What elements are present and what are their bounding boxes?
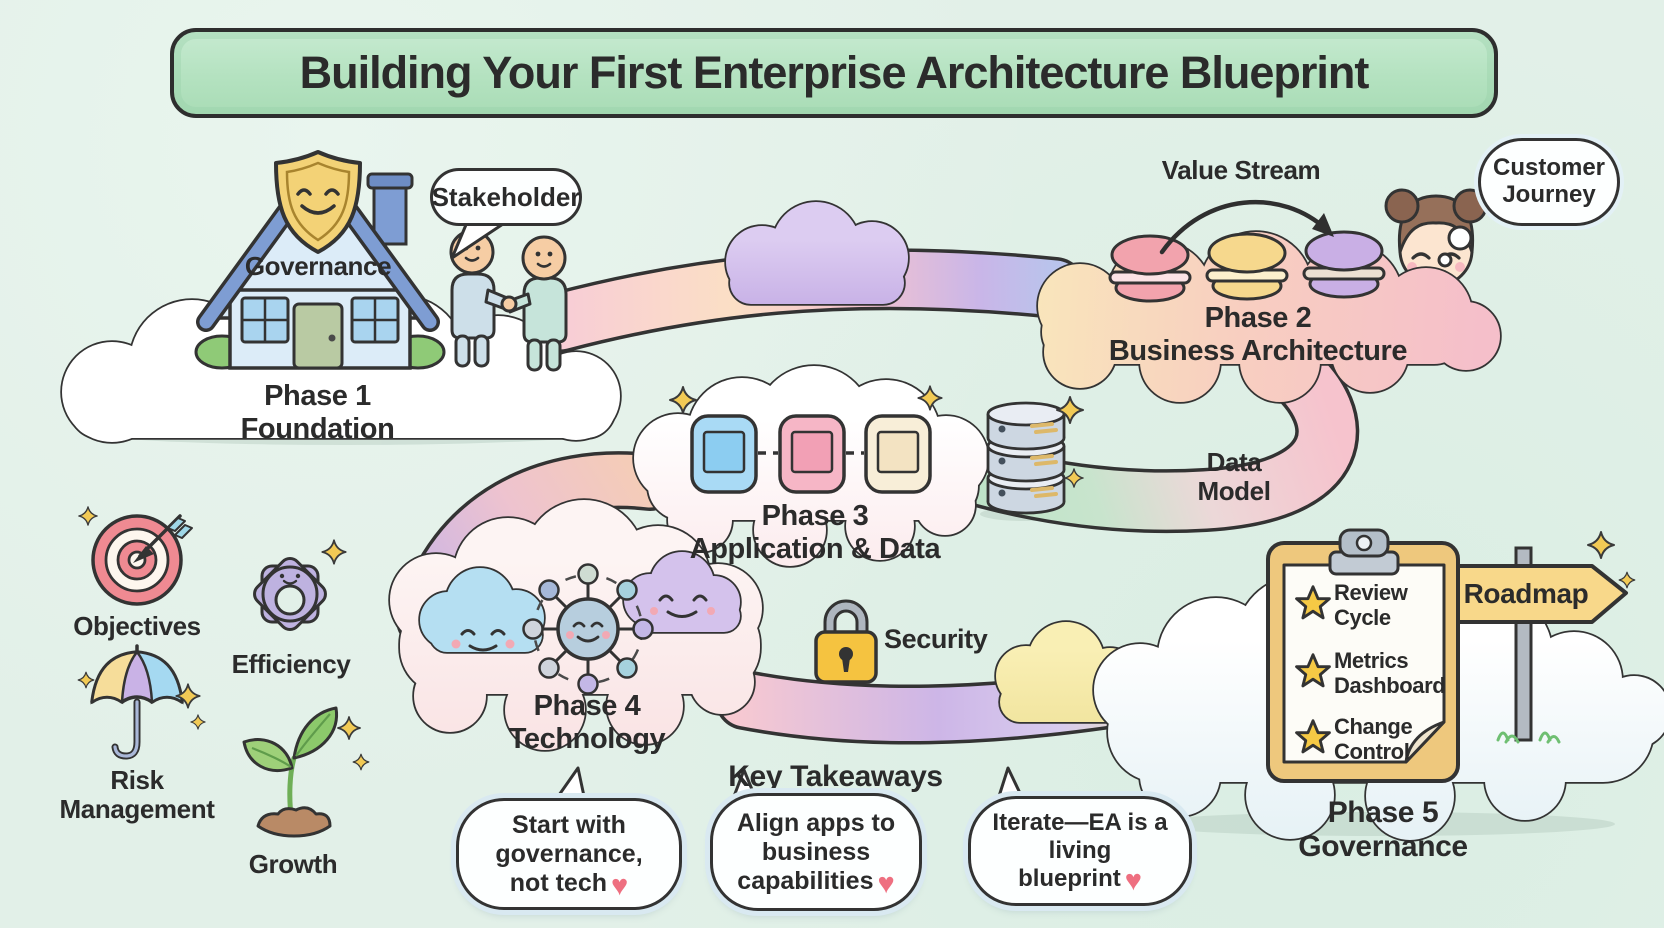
phase2-label: Phase 2 Business Architecture xyxy=(1108,302,1408,367)
window-icon xyxy=(240,296,400,344)
app-tile-pink-icon xyxy=(778,414,846,494)
growth-label: Growth xyxy=(248,849,338,879)
macaron-purple-icon xyxy=(1302,230,1386,299)
app-tile-icons xyxy=(690,414,932,494)
grass-icon xyxy=(1496,731,1561,744)
heart-icon: ♥ xyxy=(611,869,629,902)
macaron-icons xyxy=(1108,230,1386,303)
stakeholder-speech-bubble: Stakeholder xyxy=(430,168,582,226)
key-takeaways-title: Key Takeaways xyxy=(728,760,943,793)
macaron-yellow-icon xyxy=(1205,232,1289,301)
customer-journey-thought-bubble: Customer Journey xyxy=(1478,138,1620,226)
people-handshake-icon xyxy=(449,229,568,372)
value-stream-arrow xyxy=(1159,200,1334,255)
heart-icon: ♥ xyxy=(1124,864,1142,897)
target-icon xyxy=(91,514,193,606)
takeaway-bubble-2: Align apps to business capabilities♥ xyxy=(710,793,922,911)
app-tile-blue-icon xyxy=(690,414,758,494)
objectives-label: Objectives xyxy=(73,611,201,641)
database-icon xyxy=(986,401,1066,515)
phase1-label: Phase 1 Foundation xyxy=(240,380,395,445)
title-banner: Building Your First Enterprise Architect… xyxy=(170,28,1498,118)
cloud-blue-smiley-icon xyxy=(418,566,546,654)
app-tile-cream-icon xyxy=(864,414,932,494)
efficiency-label: Efficiency xyxy=(231,649,351,679)
sprout-icon xyxy=(242,706,339,838)
gear-icon xyxy=(253,557,327,631)
macaron-pink-icon xyxy=(1108,234,1192,303)
checklist-item-review-cycle: Review Cycle xyxy=(1334,580,1408,630)
house-governance-label: Governance xyxy=(244,251,392,281)
roadmap-sign xyxy=(1456,546,1628,744)
door-icon xyxy=(292,302,344,370)
phase3-label: Phase 3 Application & Data xyxy=(689,500,941,565)
value-stream-label: Value Stream xyxy=(1161,155,1321,185)
network-node-icon xyxy=(522,563,654,695)
data-model-label: Data Model xyxy=(1197,447,1271,507)
risk-management-label: Risk Management xyxy=(59,765,215,824)
phase4-label: Phase 4 Technology xyxy=(508,690,666,755)
page-title: Building Your First Enterprise Architect… xyxy=(299,47,1370,98)
cloud-purple-smiley-icon xyxy=(622,550,742,634)
checklist-item-metrics-dashboard: Metrics Dashboard xyxy=(1334,648,1446,698)
heart-icon: ♥ xyxy=(877,867,895,900)
lock-icon xyxy=(814,599,878,684)
shield-icon xyxy=(274,150,362,254)
takeaway-bubble-1: Start with governance, not tech♥ xyxy=(456,798,682,910)
phase5-label: Phase 5 Governance xyxy=(1298,796,1468,863)
takeaway-bubble-3: Iterate—EA is a living blueprint♥ xyxy=(968,796,1192,906)
checklist-item-change-control: Change Control xyxy=(1334,714,1413,764)
security-label: Security xyxy=(884,624,988,654)
umbrella-icon xyxy=(90,644,184,760)
clipboard-icon xyxy=(1266,528,1460,783)
roadmap-sign-label: Roadmap xyxy=(1463,578,1589,609)
